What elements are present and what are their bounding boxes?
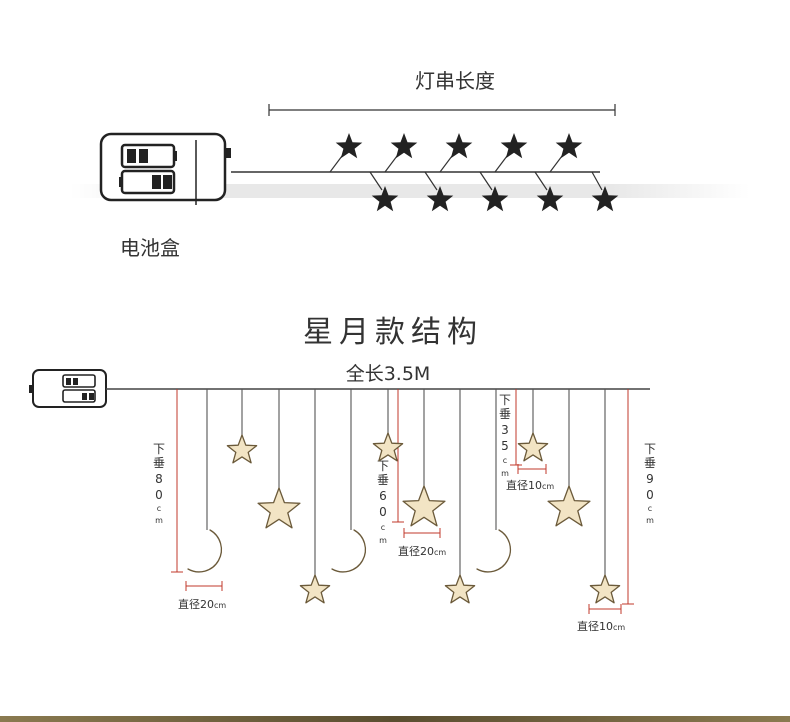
star-icon	[479, 171, 509, 212]
svg-text:下: 下	[499, 393, 511, 407]
diameter-label: 直径10cm	[577, 619, 625, 633]
diameter-label: 直径20cm	[178, 597, 226, 611]
bottom-band	[0, 716, 790, 722]
svg-text:5: 5	[501, 439, 509, 453]
star-icon	[299, 574, 331, 604]
svg-text:垂: 垂	[377, 473, 389, 487]
star-icon	[369, 171, 399, 212]
star-icon	[384, 133, 418, 173]
svg-text:垂: 垂	[153, 456, 165, 470]
star-icon	[534, 171, 564, 212]
upper-stars	[329, 133, 583, 173]
battery-box-label: 电池盒	[120, 236, 180, 260]
svg-text:m: m	[646, 516, 654, 525]
star-icon	[439, 133, 473, 173]
svg-text:0: 0	[155, 488, 163, 502]
structure-title: 星月款结构	[303, 315, 483, 350]
svg-text:c: c	[648, 504, 652, 513]
lower-stars	[369, 171, 619, 212]
star-icon	[517, 432, 549, 462]
star-icon	[494, 133, 528, 173]
diameter-label: 直径10cm	[506, 478, 554, 492]
svg-text:下: 下	[377, 459, 389, 473]
star-icon	[591, 171, 619, 212]
star-icon	[402, 485, 446, 527]
battery-box-top	[99, 132, 231, 205]
star-icon	[424, 171, 454, 212]
length-dimension-line	[268, 104, 616, 116]
moon-icon	[187, 529, 223, 573]
svg-text:c: c	[503, 456, 507, 465]
star-icon	[589, 574, 621, 604]
svg-text:垂: 垂	[644, 456, 656, 470]
ornaments	[187, 432, 621, 604]
drop-label-80: 下 垂 8 0 c m	[153, 442, 165, 525]
string-length-label: 灯串长度	[415, 69, 495, 93]
diameter-label: 直径20cm	[398, 544, 446, 558]
star-icon	[549, 133, 583, 173]
svg-text:c: c	[157, 504, 161, 513]
battery-icon	[119, 143, 177, 195]
svg-text:6: 6	[379, 489, 387, 503]
cable-shadow	[70, 184, 750, 198]
svg-text:3: 3	[501, 423, 509, 437]
star-icon	[257, 487, 301, 529]
drop-label-90: 下 垂 9 0 c m	[644, 442, 656, 525]
star-icon	[444, 574, 476, 604]
total-length-label: 全长3.5M	[346, 363, 431, 385]
moon-icon	[476, 529, 512, 573]
star-icon	[226, 434, 258, 464]
star-icon	[372, 432, 404, 462]
svg-text:m: m	[501, 469, 509, 478]
svg-text:8: 8	[155, 472, 163, 486]
svg-text:下: 下	[153, 442, 165, 456]
svg-text:c: c	[381, 523, 385, 532]
drop-label-60: 下 垂 6 0 c m	[377, 459, 389, 545]
moon-icon	[331, 529, 367, 573]
svg-text:下: 下	[644, 442, 656, 456]
svg-text:m: m	[155, 516, 163, 525]
svg-text:m: m	[379, 536, 387, 545]
star-icon	[329, 133, 363, 173]
drop-measure-lines	[171, 389, 634, 605]
battery-box-bottom	[29, 369, 107, 408]
svg-text:垂: 垂	[499, 407, 511, 421]
svg-text:0: 0	[379, 505, 387, 519]
drop-label-35: 下 垂 3 5 c m	[499, 393, 511, 478]
svg-text:0: 0	[646, 488, 654, 502]
svg-text:9: 9	[646, 472, 654, 486]
hanging-strings	[206, 389, 606, 576]
diameter-markers	[185, 464, 622, 614]
star-icon	[547, 485, 591, 527]
